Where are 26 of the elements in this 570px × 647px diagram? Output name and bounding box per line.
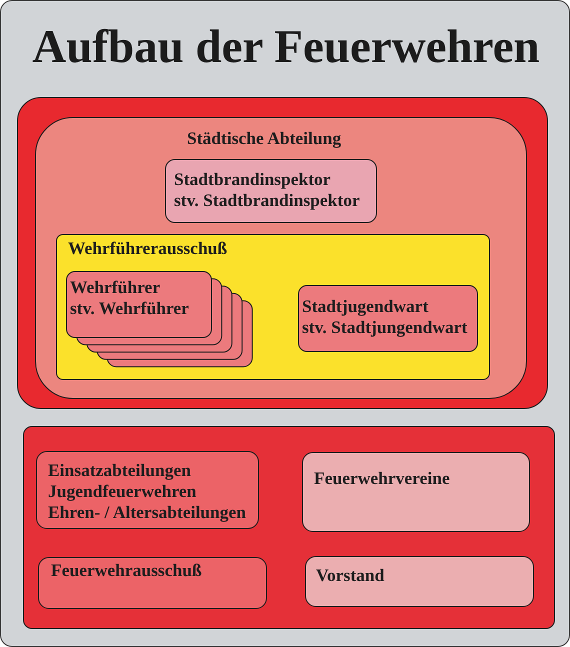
role-label: Stadtjugendwart <box>302 296 430 317</box>
role-card <box>66 271 212 338</box>
committee-panel <box>56 234 490 380</box>
role-label: Einsatzabteilungen <box>48 460 192 481</box>
unit-box <box>302 452 530 532</box>
role-label: Feuerwehrausschuß <box>51 560 202 581</box>
section-panel <box>35 117 527 399</box>
unit-box <box>36 451 259 529</box>
diagram-title: Aufbau der Feuerwehren <box>31 20 541 75</box>
unit-box <box>305 556 534 607</box>
role-label: stv. Stadtjungendwart <box>302 317 468 338</box>
role-box <box>298 285 478 352</box>
panel-heading: Städtische Abteilung <box>187 128 342 149</box>
role-label: Vorstand <box>316 565 384 586</box>
role-label: Ehren- / Altersabteilungen <box>48 502 246 523</box>
panel-heading: Wehrführerausschuß <box>68 238 228 259</box>
role-label: Jugendfeuerwehren <box>48 481 198 502</box>
role-label: Stadtbrandinspektor <box>174 169 332 190</box>
role-box <box>165 159 377 223</box>
role-label: Feuerwehrvereine <box>314 468 450 489</box>
group-panel <box>23 426 555 629</box>
group-panel <box>17 97 548 409</box>
role-label: stv. Stadtbrandinspektor <box>174 190 360 211</box>
role-label: Wehrführer <box>70 277 162 298</box>
unit-box <box>38 557 267 609</box>
role-label: stv. Wehrführer <box>70 298 189 319</box>
